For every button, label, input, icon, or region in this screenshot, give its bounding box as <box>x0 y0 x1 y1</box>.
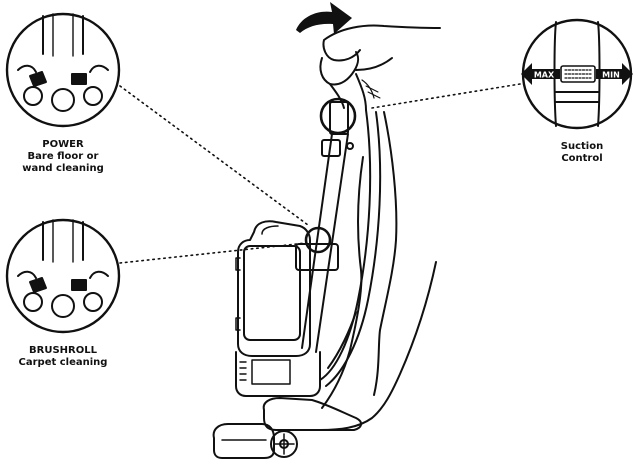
suction-control-ring <box>319 97 357 135</box>
suction-title: Suction <box>560 141 604 152</box>
brushroll-description-line1: Carpet cleaning <box>18 357 108 368</box>
floor-nozzle <box>212 423 298 459</box>
leader-lines <box>119 83 521 264</box>
power-title: POWER <box>42 139 84 150</box>
brushroll-callout: BRUSHROLL Carpet cleaning <box>0 345 126 369</box>
suction-callout: Suction Control <box>540 141 624 165</box>
suction-description-line1: Control <box>561 153 603 164</box>
brushroll-button-icon <box>29 277 47 293</box>
power-detail-circle <box>5 12 121 128</box>
max-label: MAX <box>534 71 555 80</box>
power-leader-line <box>119 85 309 226</box>
power-callout: POWER Bare floor or wand cleaning <box>0 139 126 175</box>
handle-collar <box>329 101 349 135</box>
tilt-arrow-icon <box>296 2 352 34</box>
power-button-icon <box>29 71 47 87</box>
dust-canister <box>235 220 339 357</box>
power-description-line2: wand cleaning <box>22 163 104 174</box>
motor-base <box>235 351 321 397</box>
min-label: MIN <box>602 71 620 80</box>
leg-icon <box>319 111 437 431</box>
power-switch-icon <box>71 73 87 85</box>
brushroll-detail-circle <box>5 218 121 334</box>
power-selector-ring <box>304 226 332 254</box>
vacuum-handle <box>319 51 381 111</box>
flex-hose <box>319 109 382 387</box>
suction-leader-line <box>371 83 521 109</box>
power-description-line1: Bare floor or <box>27 151 99 162</box>
shoe-icon <box>262 397 362 431</box>
suction-detail-circle: MAX MIN <box>521 18 633 130</box>
brushroll-switch-icon <box>71 279 87 291</box>
max-arrow-icon <box>521 63 560 85</box>
brushroll-title: BRUSHROLL <box>29 345 97 356</box>
hand-icon <box>322 24 441 71</box>
min-arrow-icon <box>596 63 633 85</box>
